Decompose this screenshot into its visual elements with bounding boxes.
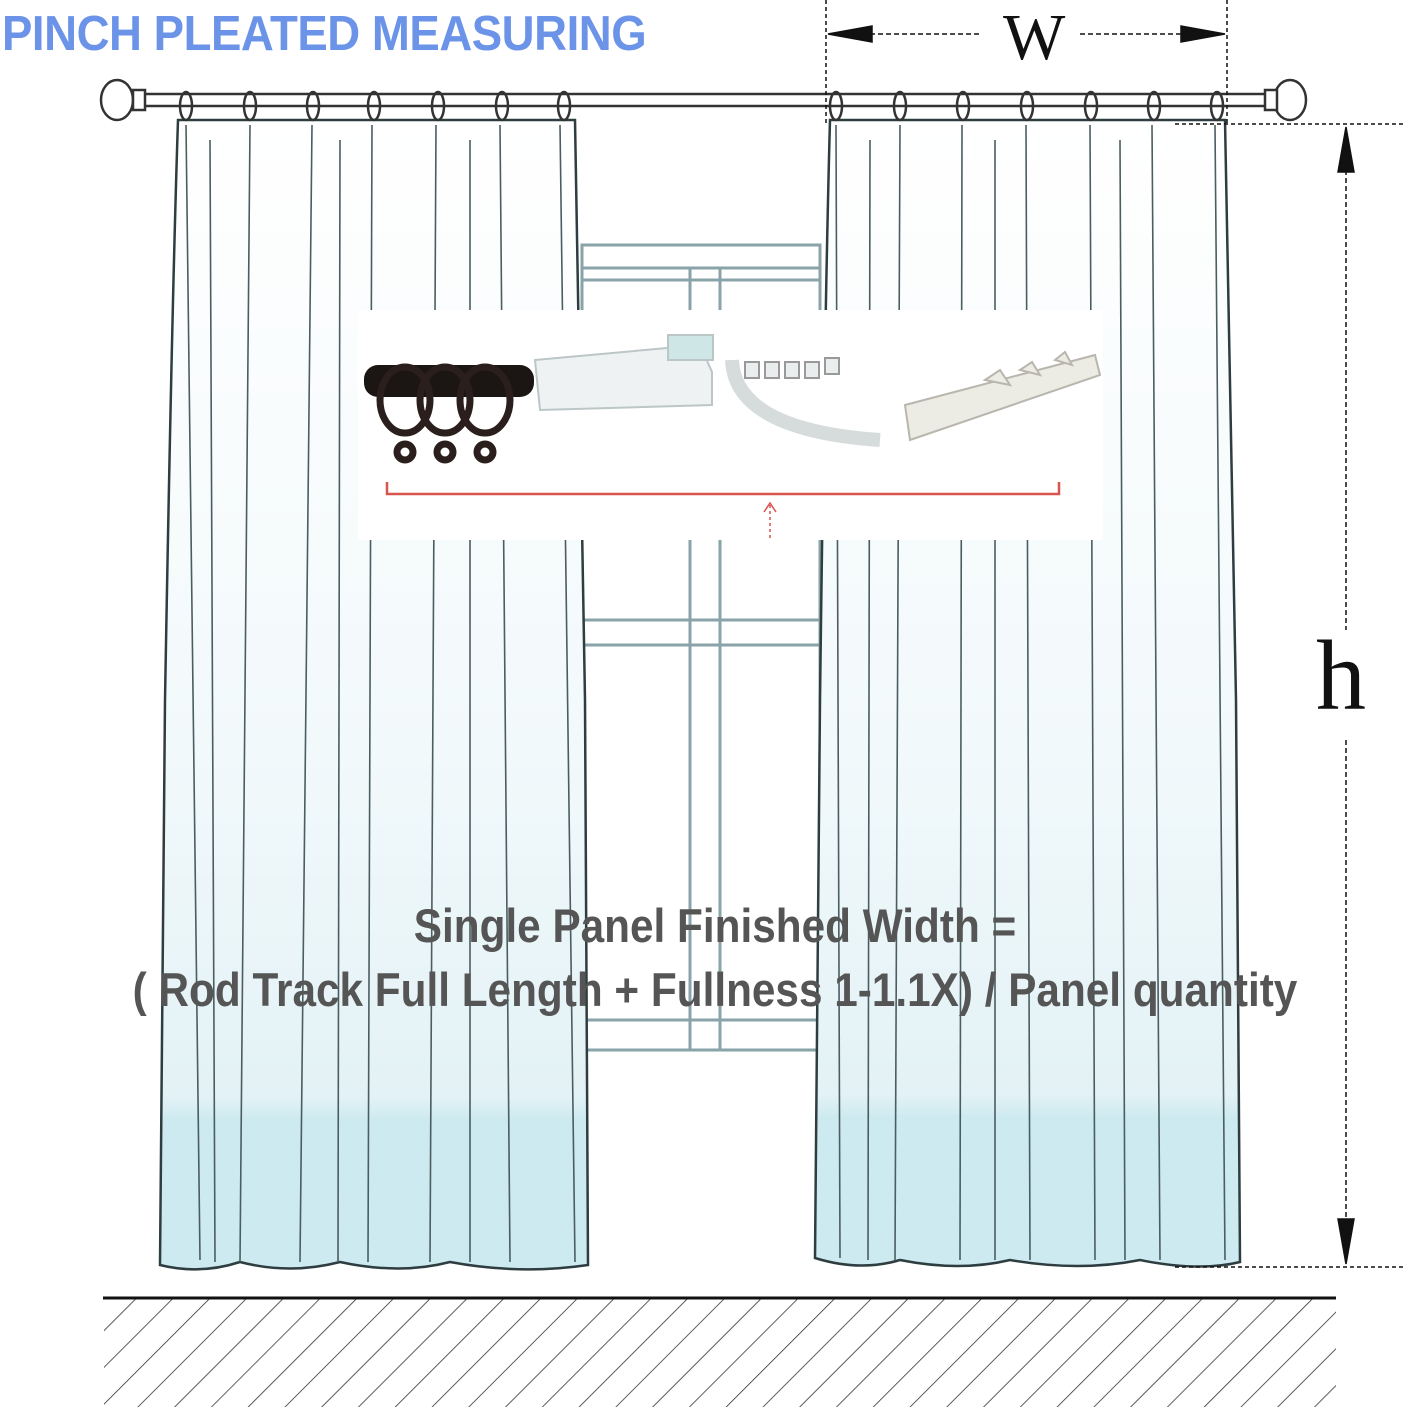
- curtain-ring: [494, 90, 510, 122]
- width-label: W: [1003, 1, 1066, 74]
- formula-line-1: Single Panel Finished Width =: [413, 899, 1017, 952]
- curtain-ring: [828, 90, 844, 122]
- height-dimension: [1175, 123, 1405, 1268]
- formula-line-2: ( Rod Track Full Length + Fullness 1-1.1…: [132, 963, 1298, 1016]
- height-label: h: [1316, 620, 1366, 731]
- curtain-ring: [955, 90, 971, 122]
- diagram-title: PINCH PLEATED MEASURING: [2, 7, 647, 61]
- hardware-options-inset: [358, 310, 1103, 540]
- curtain-ring: [1209, 90, 1225, 122]
- measurement-bracket: [385, 482, 1061, 496]
- rod-with-rings-image: [364, 363, 534, 464]
- curtain-ring: [1146, 90, 1162, 122]
- left-finial: [99, 78, 135, 122]
- curtain-rod: [99, 78, 1308, 122]
- right-finial: [1272, 78, 1308, 122]
- floor: [103, 1296, 1336, 1407]
- curtain-ring: [1083, 90, 1099, 122]
- curtain-ring: [430, 90, 446, 122]
- curtain-ring: [892, 90, 908, 122]
- width-dimension: [825, 0, 1228, 125]
- curtain-ring: [556, 90, 572, 122]
- ceiling-track-image: [903, 350, 1102, 442]
- right-curtain-panel: [813, 118, 1242, 1268]
- curtain-ring: [366, 90, 382, 122]
- curtain-rings: [178, 90, 1225, 122]
- left-curtain-panel: [158, 118, 590, 1271]
- curved-track-image: [725, 357, 881, 447]
- straight-track-image: [533, 334, 714, 412]
- curtain-ring: [242, 90, 258, 122]
- curtain-ring: [1019, 90, 1035, 122]
- curtain-ring: [305, 90, 321, 122]
- curtain-ring: [178, 90, 194, 122]
